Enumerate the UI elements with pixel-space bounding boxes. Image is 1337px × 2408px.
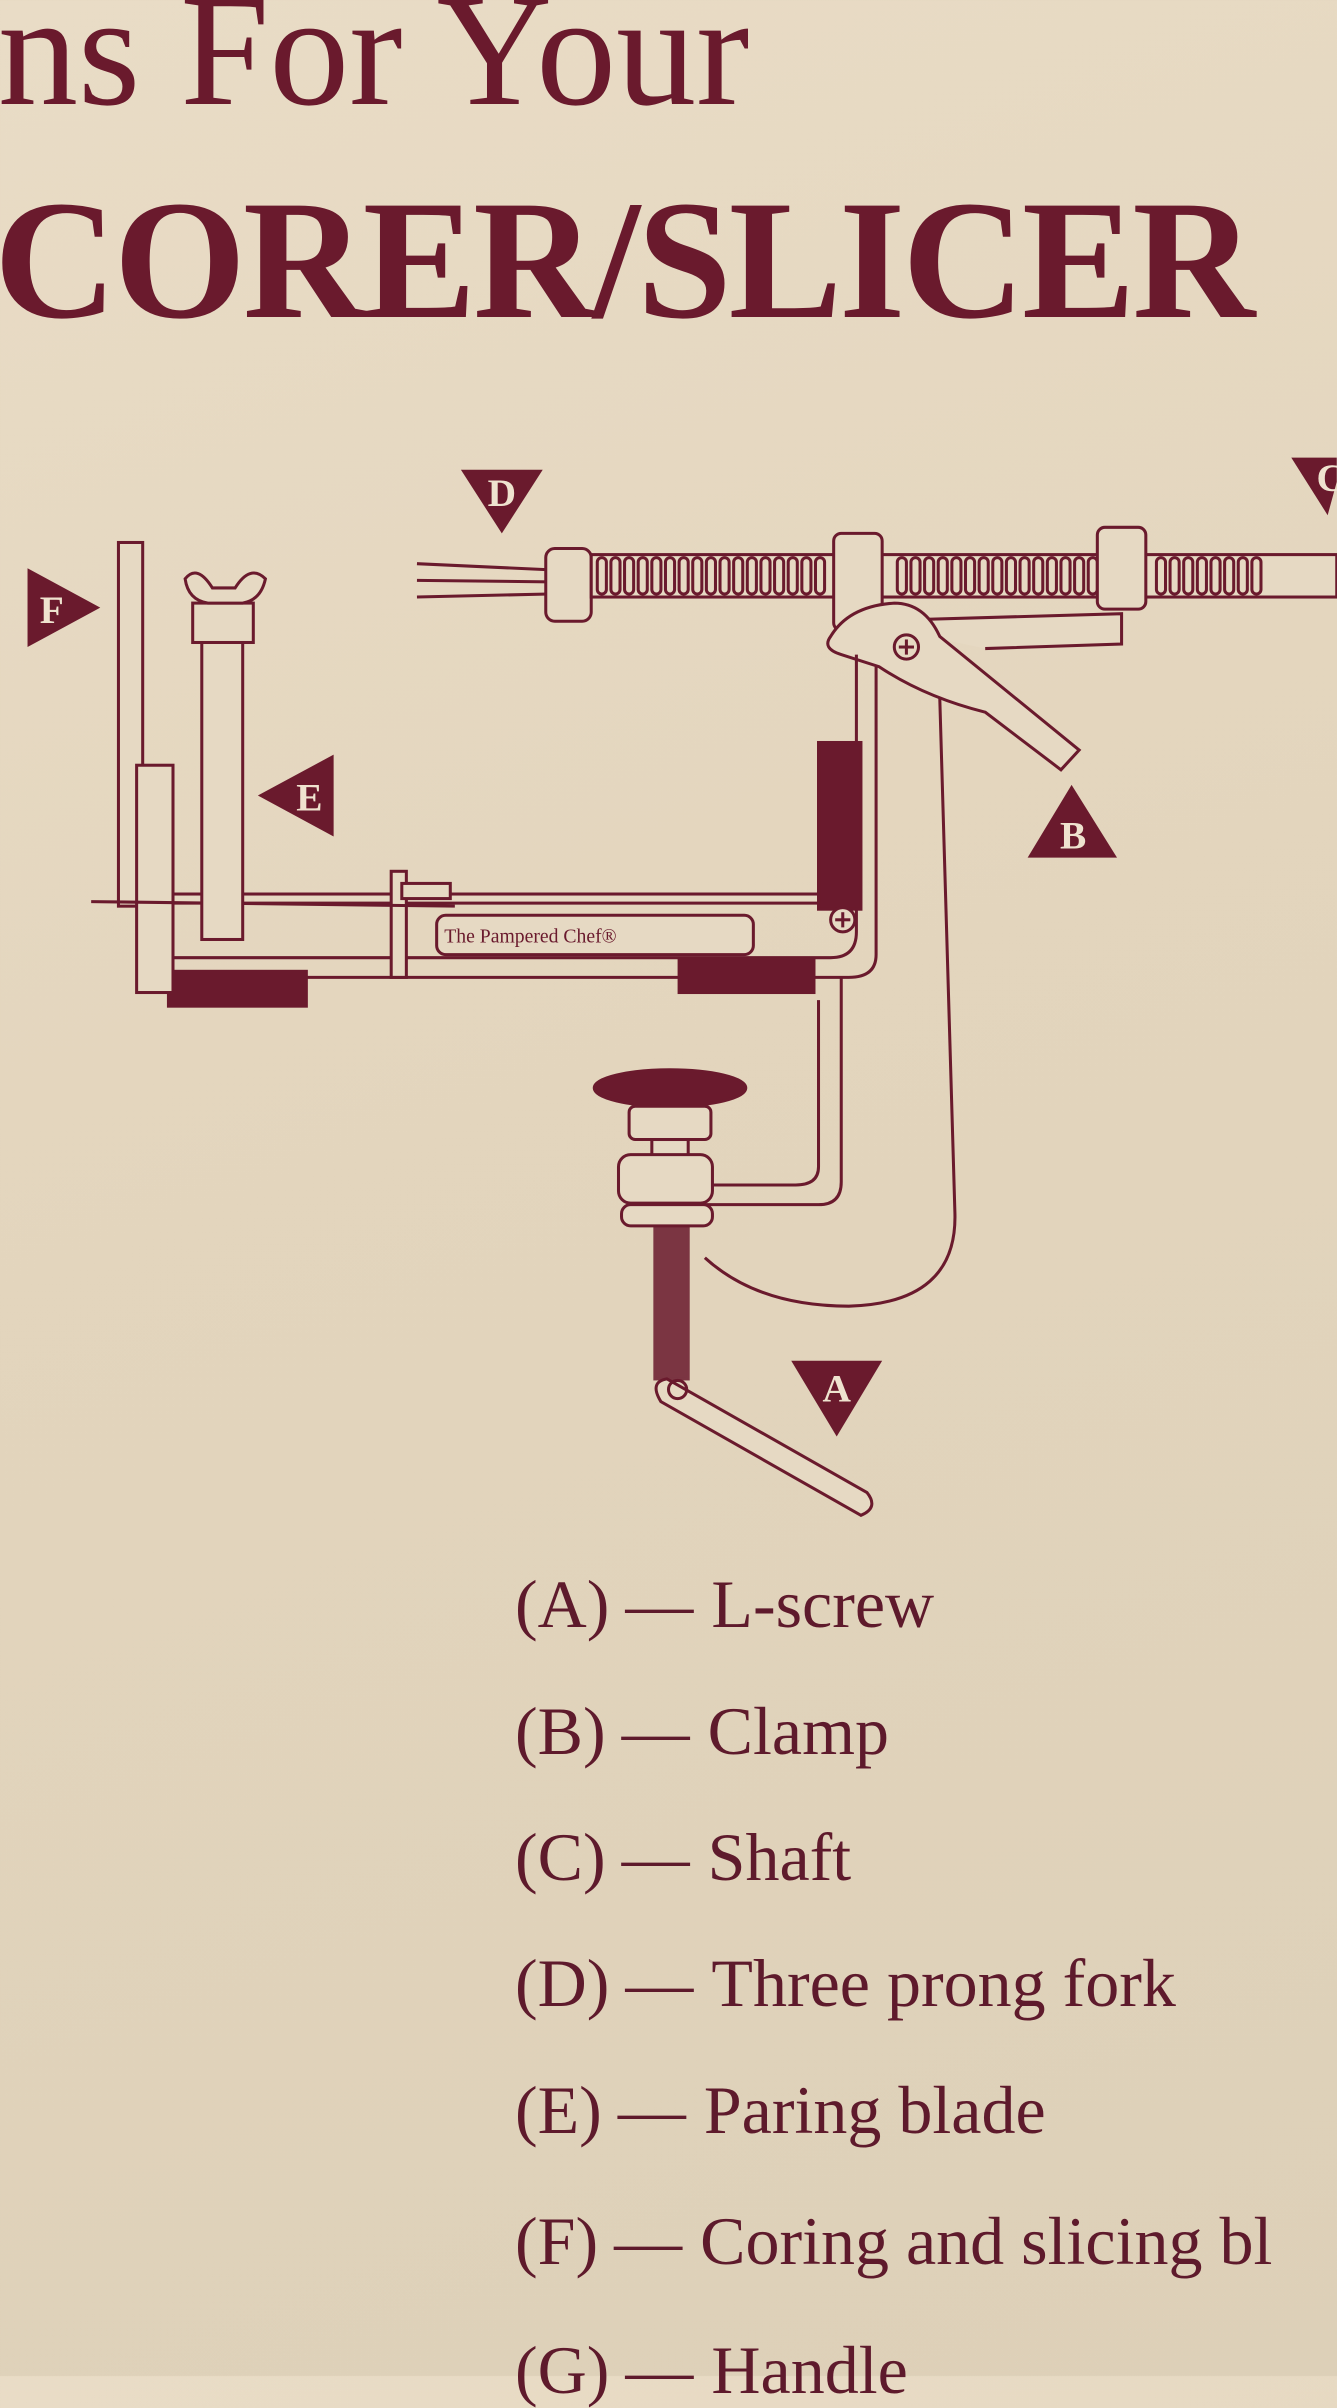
shaft-thread bbox=[636, 556, 649, 596]
shaft bbox=[589, 525, 1337, 632]
shaft-thread bbox=[1209, 556, 1222, 596]
shaft-thread bbox=[923, 556, 936, 596]
shaft-thread bbox=[1168, 556, 1181, 596]
shaft-thread bbox=[1073, 556, 1086, 596]
shaft-thread bbox=[691, 556, 704, 596]
marker-c: C bbox=[1291, 456, 1337, 516]
shaft-thread bbox=[1004, 556, 1018, 596]
legend-item-e: (E)—Paring blade bbox=[515, 2072, 1046, 2148]
shaft-thread bbox=[1045, 556, 1058, 596]
title-line-2: CORER/SLICER bbox=[0, 166, 1255, 354]
shaft-thread bbox=[1195, 556, 1208, 596]
legend-item-c: (C)—Shaft bbox=[515, 1819, 852, 1895]
paring-blade bbox=[183, 571, 268, 942]
shaft-thread bbox=[786, 556, 799, 596]
shaft-thread bbox=[595, 556, 608, 596]
legend-item-a: (A)—L-screw bbox=[515, 1566, 935, 1642]
shaft-thread bbox=[1018, 556, 1031, 596]
three-prong-fork bbox=[416, 547, 593, 623]
shaft-thread bbox=[609, 556, 622, 596]
shaft-thread bbox=[977, 556, 990, 596]
shaft-thread bbox=[1059, 556, 1072, 596]
legend-item-d: (D)—Three prong fork bbox=[515, 1945, 1176, 2021]
svg-text:A: A bbox=[822, 1367, 851, 1411]
frame: The Pampered Chef® bbox=[127, 654, 957, 1308]
marker-b: B bbox=[1027, 784, 1118, 858]
l-screw bbox=[592, 1068, 874, 1517]
shaft-thread bbox=[991, 556, 1004, 596]
shaft-thread bbox=[650, 556, 663, 596]
marker-f: F bbox=[27, 568, 101, 648]
shaft-thread bbox=[963, 556, 977, 596]
shaft-thread bbox=[663, 556, 677, 596]
shaft-thread bbox=[800, 556, 813, 596]
svg-text:C: C bbox=[1316, 456, 1337, 500]
shaft-thread bbox=[732, 556, 745, 596]
svg-text:F: F bbox=[40, 588, 64, 632]
svg-text:D: D bbox=[488, 471, 516, 515]
shaft-thread bbox=[1250, 556, 1263, 596]
marker-d: D bbox=[460, 469, 543, 534]
shaft-thread bbox=[936, 556, 949, 596]
marker-a: A bbox=[791, 1360, 883, 1437]
svg-text:E: E bbox=[296, 776, 322, 820]
legend-item-b: (B)—Clamp bbox=[515, 1693, 889, 1769]
shaft-thread bbox=[1223, 556, 1236, 596]
shaft-thread bbox=[1154, 556, 1168, 596]
shaft-thread bbox=[704, 556, 717, 596]
legend-item-f: (F)—Coring and slicing bl bbox=[515, 2203, 1273, 2279]
svg-text:B: B bbox=[1060, 814, 1086, 858]
shaft-thread bbox=[813, 556, 827, 596]
brand-mark: The Pampered Chef® bbox=[444, 926, 616, 948]
shaft-thread bbox=[773, 556, 786, 596]
shaft-thread bbox=[950, 556, 963, 596]
shaft-thread bbox=[718, 556, 731, 596]
shaft-thread bbox=[623, 556, 636, 596]
shaft-thread bbox=[759, 556, 772, 596]
shaft-thread bbox=[909, 556, 922, 596]
title-line-1: ns For Your bbox=[0, 0, 750, 139]
clamp-lever bbox=[826, 601, 1124, 772]
legend-item-g: (G)—Handle bbox=[515, 2332, 908, 2408]
marker-e: E bbox=[257, 754, 334, 837]
coring-blade bbox=[91, 540, 455, 995]
shaft-thread bbox=[1032, 556, 1045, 596]
shaft-thread bbox=[1236, 556, 1249, 596]
shaft-thread bbox=[677, 556, 690, 596]
shaft-thread bbox=[1182, 556, 1195, 596]
shaft-thread bbox=[745, 556, 758, 596]
shaft-thread bbox=[895, 556, 908, 596]
